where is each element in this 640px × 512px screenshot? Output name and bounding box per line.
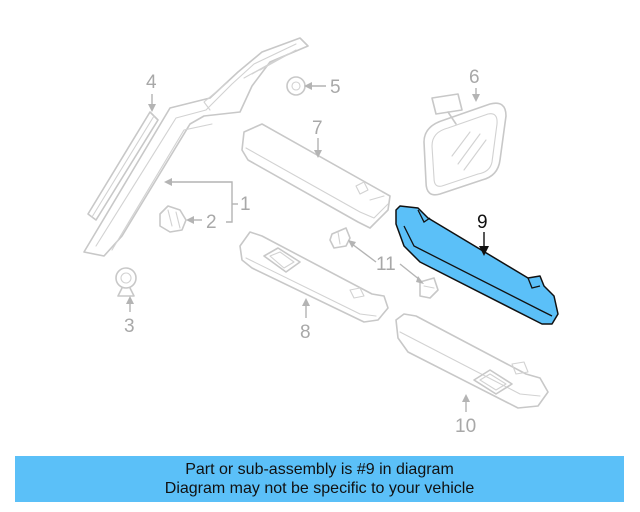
part-9-sun-visor-highlighted[interactable] xyxy=(395,205,559,325)
part-6-mirror xyxy=(423,93,507,196)
callout-2: 2 xyxy=(206,212,217,233)
callout-3: 3 xyxy=(124,316,135,337)
part-1-pillar-trim xyxy=(83,37,309,257)
callout-10: 10 xyxy=(455,416,476,437)
banner-line-part: Part or sub-assembly is #9 in diagram xyxy=(185,461,454,478)
part-7-trim-panel xyxy=(241,123,391,229)
banner-line-disclaimer: Diagram may not be specific to your vehi… xyxy=(164,480,475,497)
leader-lines xyxy=(126,82,480,412)
part-11-bracket xyxy=(329,227,351,249)
part-5-plug xyxy=(286,76,306,96)
callout-7: 7 xyxy=(312,118,323,139)
callout-4: 4 xyxy=(146,72,157,93)
part-11-clip xyxy=(419,277,439,299)
callout-11: 11 xyxy=(376,254,396,275)
callout-9: 9 xyxy=(477,212,488,233)
callout-8: 8 xyxy=(300,322,311,343)
part-4-weatherstrip xyxy=(87,111,159,221)
callout-1: 1 xyxy=(240,194,251,215)
callout-6: 6 xyxy=(469,67,480,88)
part-3-grommet xyxy=(115,267,137,297)
part-8-sun-visor-left xyxy=(239,231,389,323)
info-banner: Part or sub-assembly is #9 in diagram Di… xyxy=(15,456,624,502)
part-10-sun-visor-right xyxy=(395,313,549,409)
parts-diagram: 4 5 6 7 1 2 9 11 3 8 10 xyxy=(83,37,559,437)
leader-9 xyxy=(479,232,489,256)
part-2-clip xyxy=(159,205,187,233)
callout-5: 5 xyxy=(330,77,341,98)
